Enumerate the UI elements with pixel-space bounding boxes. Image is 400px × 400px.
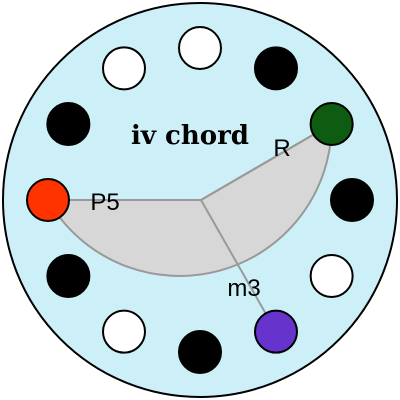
note-1-circle <box>254 46 298 91</box>
note-6-circle <box>178 330 222 374</box>
note-3-circle <box>330 178 374 222</box>
note-5-circle <box>254 309 298 354</box>
chord-triangle-region <box>46 122 333 277</box>
root-label: R <box>273 135 290 162</box>
note-8-circle <box>46 254 91 298</box>
fifth-label: P5 <box>90 189 119 216</box>
diagram-title: iv chord <box>131 121 249 151</box>
note-2-circle <box>309 102 354 146</box>
note-4-circle <box>309 254 354 298</box>
note-9-circle <box>26 178 70 222</box>
chord-spokes <box>48 123 333 333</box>
third-label: m3 <box>227 275 260 302</box>
note-12-circle <box>178 26 222 70</box>
note-11-circle <box>102 46 146 91</box>
note-7-circle <box>102 309 146 354</box>
spoke-note-5 <box>200 199 277 333</box>
note-10-circle <box>46 102 91 146</box>
note-circles <box>26 26 374 374</box>
spoke-note-2 <box>200 123 333 201</box>
